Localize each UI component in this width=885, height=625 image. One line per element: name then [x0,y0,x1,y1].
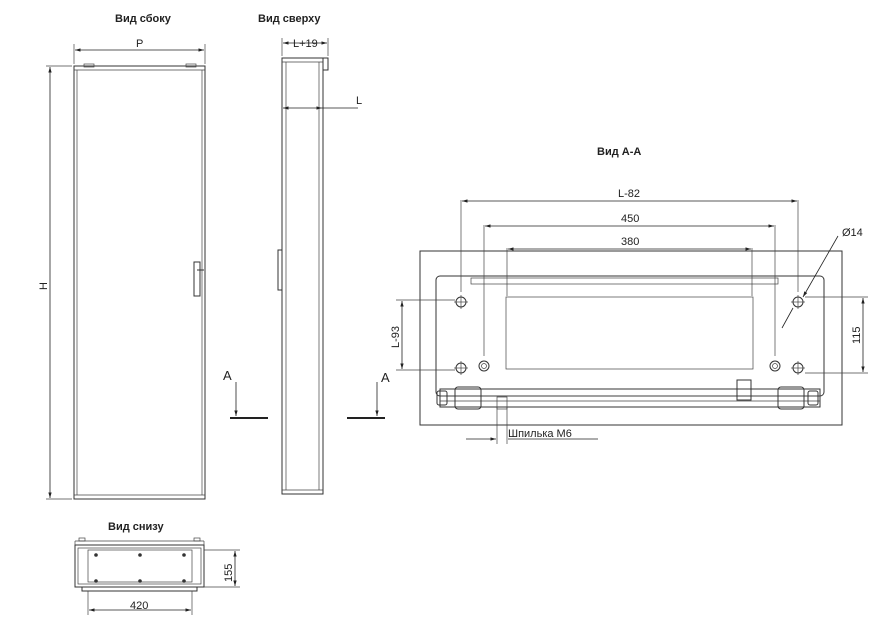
dim-450: 450 [621,213,639,225]
title-section-view: Вид А-А [597,146,641,158]
dim-l-minus-93: L-93 [390,326,402,348]
section-view: L-82 450 380 Ø14 L-93 115 Шпилька М6 [390,188,868,444]
dim-hole-diameter: Ø14 [842,227,863,239]
fastener-icon [94,553,186,583]
section-mark-left: A [223,368,268,419]
dim-h: H [38,282,50,290]
side-view: P H [38,38,206,500]
dim-p: P [136,38,143,50]
dim-155: 155 [223,564,235,582]
dim-380: 380 [621,236,639,248]
dim-115: 115 [851,326,863,344]
dim-420: 420 [130,600,148,612]
bottom-view: 420 155 [74,537,240,615]
section-label-right: A [381,370,390,385]
title-top-view: Вид сверху [258,13,321,25]
section-label-left: A [223,368,232,383]
label-stud-m6: Шпилька М6 [508,428,572,440]
dim-l-plus-19: L+19 [293,38,318,50]
title-side-view: Вид сбоку [115,13,172,25]
door-handle-icon [193,261,201,297]
section-mark-right: A [347,370,390,419]
dim-l-minus-82: L-82 [618,188,640,200]
top-view: L+19 L [277,38,362,495]
dim-l: L [356,95,362,107]
title-bottom-view: Вид снизу [108,521,164,533]
mounting-hole-icon [454,295,805,375]
